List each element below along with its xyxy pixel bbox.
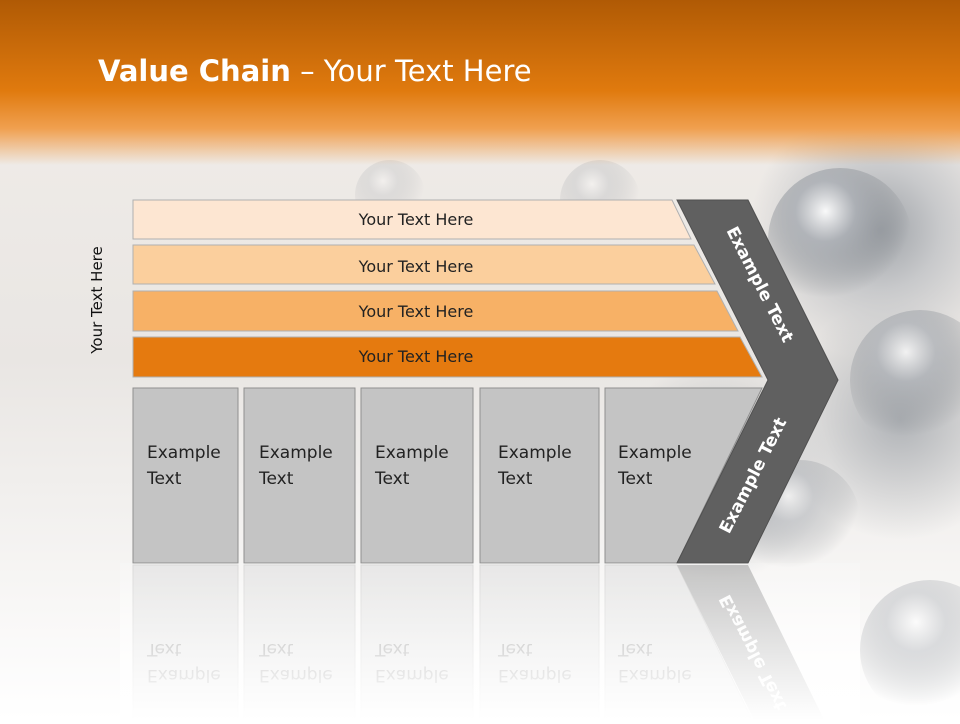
- band-4-label: Your Text Here: [358, 347, 474, 366]
- band-3: Your Text Here: [132, 290, 739, 332]
- column-5: Example Text: [604, 387, 763, 564]
- column-1: Example Text: [132, 387, 239, 564]
- column-2: Example Text: [243, 387, 356, 564]
- band-2-label: Your Text Here: [358, 257, 474, 276]
- column-4-line1: Example: [498, 443, 572, 463]
- reflection-fade: [120, 563, 860, 720]
- column-4-line2: Text: [497, 469, 533, 489]
- band-1: Your Text Here: [132, 199, 692, 240]
- column-2-line2: Text: [258, 469, 294, 489]
- column-4: Example Text: [479, 387, 600, 564]
- column-5-line2: Text: [617, 469, 653, 489]
- band-4: Your Text Here: [132, 336, 763, 378]
- column-2-line1: Example: [259, 443, 333, 463]
- column-1-line1: Example: [147, 443, 221, 463]
- column-3-line2: Text: [374, 469, 410, 489]
- band-3-label: Your Text Here: [358, 302, 474, 321]
- column-3: Example Text: [360, 387, 474, 564]
- column-5-line1: Example: [618, 443, 692, 463]
- column-1-line2: Text: [146, 469, 182, 489]
- band-2: Your Text Here: [132, 244, 716, 285]
- band-1-label: Your Text Here: [358, 210, 474, 229]
- page-title: Value Chain – Your Text Here: [98, 54, 532, 88]
- column-3-line1: Example: [375, 443, 449, 463]
- header-bar: [0, 0, 960, 165]
